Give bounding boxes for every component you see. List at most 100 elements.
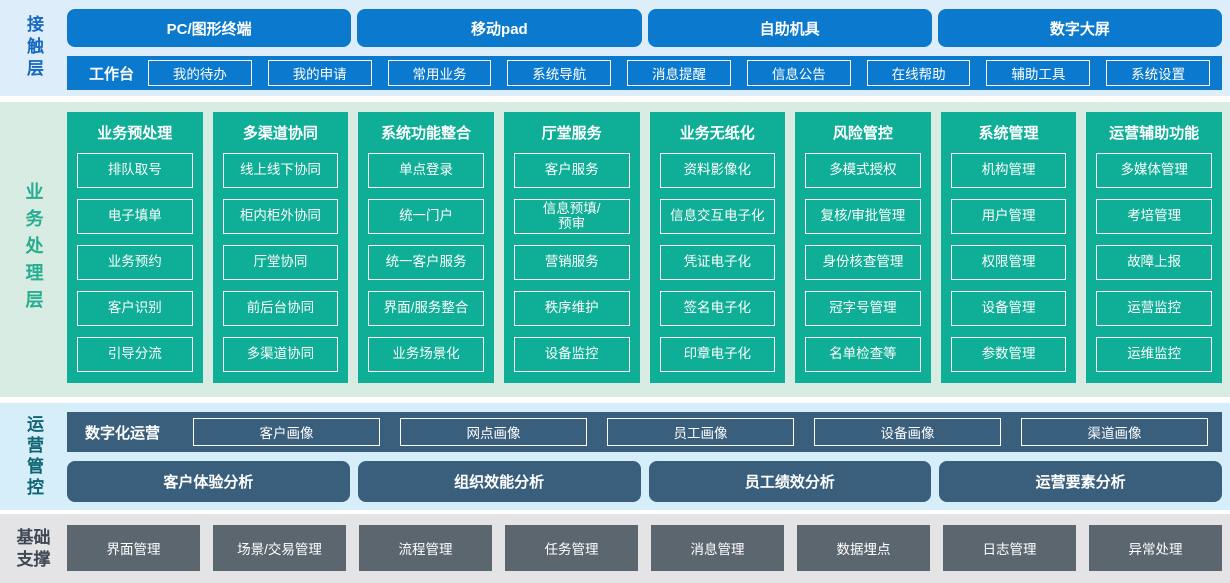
column-risk-control: 风险管控 多模式授权 复核/审批管理 身份核查管理 冠字号管理 名单检查等 [795, 112, 931, 383]
module-item[interactable]: 客户服务 [513, 153, 630, 188]
module-item[interactable]: 参数管理 [950, 337, 1067, 372]
module-item[interactable]: 冠字号管理 [805, 291, 921, 326]
workbench-item-aux-tools[interactable]: 辅助工具 [986, 60, 1091, 86]
foundation-item-process-management[interactable]: 流程管理 [359, 525, 492, 571]
analysis-row: 客户体验分析 组织效能分析 员工绩效分析 运营要素分析 [67, 461, 1222, 502]
module-item[interactable]: 签名电子化 [659, 291, 776, 326]
foundation-item-data-tracking[interactable]: 数据埋点 [797, 525, 930, 571]
workbench-item-announcements[interactable]: 信息公告 [746, 60, 851, 86]
module-item[interactable]: 多媒体管理 [1096, 153, 1212, 188]
module-item[interactable]: 权限管理 [950, 245, 1067, 280]
module-item[interactable]: 印章电子化 [659, 337, 776, 372]
module-item[interactable]: 厅堂协同 [222, 245, 339, 280]
operations-layer-rail: 运营管控 [0, 403, 67, 510]
operations-layer-content: 数字化运营 客户画像 网点画像 员工画像 设备画像 渠道画像 客户体验分析 组织… [67, 403, 1222, 510]
module-item[interactable]: 设备监控 [513, 337, 630, 372]
module-item[interactable]: 设备管理 [950, 291, 1067, 326]
terminal-pad[interactable]: 移动pad [357, 9, 642, 47]
workbench-item-todo[interactable]: 我的待办 [148, 60, 252, 86]
profile-item-employee[interactable]: 员工画像 [607, 418, 794, 446]
terminal-pc[interactable]: PC/图形终端 [67, 9, 352, 47]
workbench-item-online-help[interactable]: 在线帮助 [866, 60, 971, 86]
module-item[interactable]: 客户识别 [77, 291, 193, 326]
profile-item-channel[interactable]: 渠道画像 [1021, 418, 1208, 446]
module-item[interactable]: 引导分流 [77, 337, 193, 372]
module-item[interactable]: 运营监控 [1096, 291, 1212, 326]
profile-item-customer[interactable]: 客户画像 [193, 418, 380, 446]
column-paperless-business: 业务无纸化 资料影像化 信息交互电子化 凭证电子化 签名电子化 印章电子化 [649, 112, 786, 383]
module-item[interactable]: 业务场景化 [368, 337, 484, 372]
contact-layer: 接触层 PC/图形终端 移动pad 自助机具 数字大屏 工作台 我的待办 我的申… [0, 0, 1230, 96]
business-layer-rail: 业务处理层 [0, 102, 67, 397]
module-item[interactable]: 秩序维护 [513, 291, 630, 326]
workbench-item-navigation[interactable]: 系统导航 [507, 60, 612, 86]
foundation-item-scene-transaction[interactable]: 场景/交易管理 [213, 525, 346, 571]
module-item[interactable]: 多渠道协同 [222, 337, 339, 372]
business-layer-label: 业务处理层 [23, 182, 44, 317]
workbench-bar: 工作台 我的待办 我的申请 常用业务 系统导航 消息提醒 信息公告 在线帮助 辅… [67, 56, 1222, 90]
column-multichannel-coordination: 多渠道协同 线上线下协同 柜内柜外协同 厅堂协同 前后台协同 多渠道协同 [212, 112, 349, 383]
column-title: 风险管控 [832, 125, 893, 142]
column-title: 运营辅助功能 [1109, 125, 1200, 142]
module-item[interactable]: 凭证电子化 [659, 245, 776, 280]
module-item[interactable]: 单点登录 [368, 153, 484, 188]
digital-operations-bar: 数字化运营 客户画像 网点画像 员工画像 设备画像 渠道画像 [67, 412, 1222, 452]
module-item[interactable]: 电子填单 [77, 199, 193, 234]
column-title: 多渠道协同 [242, 125, 318, 142]
digital-operations-label: 数字化运营 [85, 424, 161, 442]
module-item[interactable]: 业务预约 [77, 245, 193, 280]
workbench-item-applications[interactable]: 我的申请 [267, 60, 372, 86]
column-system-management: 系统管理 机构管理 用户管理 权限管理 设备管理 参数管理 [940, 112, 1077, 383]
module-item[interactable]: 故障上报 [1096, 245, 1212, 280]
module-item[interactable]: 用户管理 [950, 199, 1067, 234]
module-item[interactable]: 机构管理 [950, 153, 1067, 188]
foundation-row: 界面管理 场景/交易管理 流程管理 任务管理 消息管理 数据埋点 日志管理 异常… [67, 525, 1222, 571]
module-item[interactable]: 运维监控 [1096, 337, 1212, 372]
operations-layer-label: 运营管控 [24, 414, 43, 499]
analysis-operation-elements[interactable]: 运营要素分析 [939, 461, 1222, 502]
module-item[interactable]: 考培管理 [1096, 199, 1212, 234]
module-item[interactable]: 营销服务 [513, 245, 630, 280]
module-item[interactable]: 复核/审批管理 [805, 199, 921, 234]
workbench-item-settings[interactable]: 系统设置 [1106, 60, 1211, 86]
workbench-item-common-business[interactable]: 常用业务 [387, 60, 492, 86]
foundation-layer-label: 基础支撑 [16, 528, 51, 569]
column-title: 厅堂服务 [541, 125, 602, 142]
module-item[interactable]: 界面/服务整合 [368, 291, 484, 326]
foundation-item-log-management[interactable]: 日志管理 [943, 525, 1076, 571]
module-item[interactable]: 统一客户服务 [368, 245, 484, 280]
workbench-item-notifications[interactable]: 消息提醒 [627, 60, 731, 86]
contact-layer-rail: 接触层 [0, 0, 67, 96]
foundation-item-message-management[interactable]: 消息管理 [651, 525, 784, 571]
module-item[interactable]: 柜内柜外协同 [222, 199, 339, 234]
module-item[interactable]: 名单检查等 [805, 337, 921, 372]
terminal-bigscreen[interactable]: 数字大屏 [937, 9, 1222, 47]
business-layer-content: 业务预处理 排队取号 电子填单 业务预约 客户识别 引导分流 多渠道协同 线上线… [67, 102, 1222, 397]
foundation-layer-content: 界面管理 场景/交易管理 流程管理 任务管理 消息管理 数据埋点 日志管理 异常… [67, 514, 1222, 583]
module-item[interactable]: 资料影像化 [659, 153, 776, 188]
terminal-selfservice[interactable]: 自助机具 [647, 9, 932, 47]
module-column-grid: 业务预处理 排队取号 电子填单 业务预约 客户识别 引导分流 多渠道协同 线上线… [67, 112, 1222, 383]
analysis-org-efficiency[interactable]: 组织效能分析 [357, 461, 641, 502]
profile-item-branch[interactable]: 网点画像 [400, 418, 587, 446]
module-item[interactable]: 排队取号 [77, 153, 193, 188]
profile-items: 客户画像 网点画像 员工画像 设备画像 渠道画像 [193, 418, 1208, 446]
foundation-item-task-management[interactable]: 任务管理 [505, 525, 638, 571]
module-item[interactable]: 信息交互电子化 [659, 199, 776, 234]
analysis-customer-experience[interactable]: 客户体验分析 [67, 461, 350, 502]
module-item[interactable]: 多模式授权 [805, 153, 921, 188]
module-item[interactable]: 身份核查管理 [805, 245, 921, 280]
analysis-employee-performance[interactable]: 员工绩效分析 [648, 461, 932, 502]
terminal-row: PC/图形终端 移动pad 自助机具 数字大屏 [67, 9, 1222, 47]
column-title: 系统管理 [978, 125, 1039, 142]
workbench-label: 工作台 [89, 65, 135, 83]
foundation-item-ui-management[interactable]: 界面管理 [67, 525, 200, 571]
foundation-support-layer: 基础支撑 界面管理 场景/交易管理 流程管理 任务管理 消息管理 数据埋点 日志… [0, 514, 1230, 583]
profile-item-device[interactable]: 设备画像 [814, 418, 1001, 446]
foundation-item-exception-handling[interactable]: 异常处理 [1089, 525, 1222, 571]
module-item[interactable]: 信息预填/ 预审 [513, 199, 630, 234]
module-item[interactable]: 线上线下协同 [222, 153, 339, 188]
module-item[interactable]: 统一门户 [368, 199, 484, 234]
module-item[interactable]: 前后台协同 [222, 291, 339, 326]
